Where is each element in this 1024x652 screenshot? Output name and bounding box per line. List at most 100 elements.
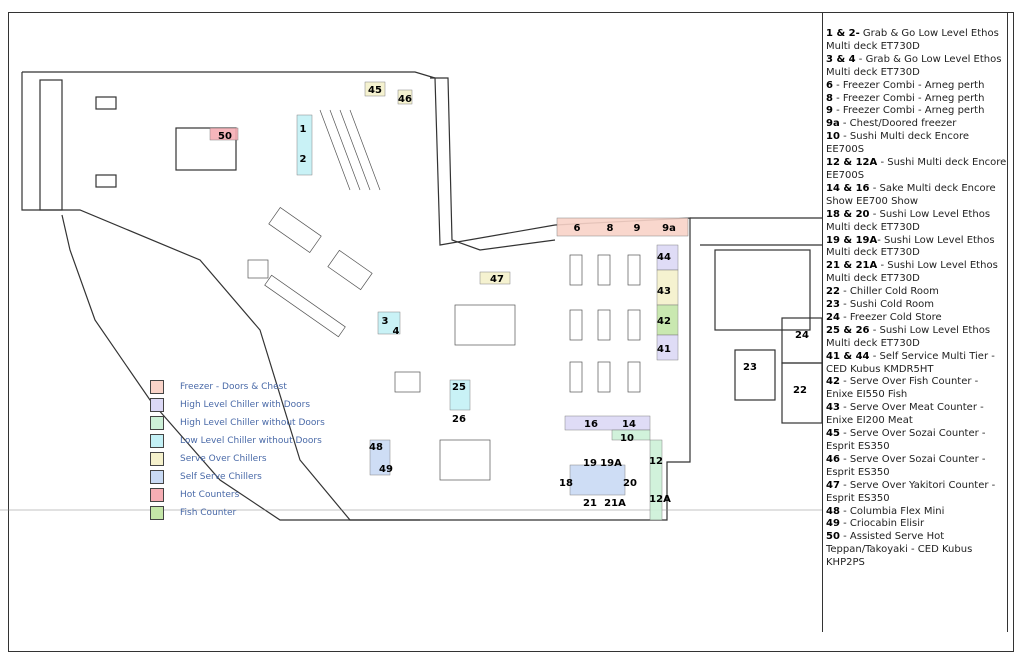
key-item: 21 & 21A - Sushi Low Level Ethos Multi d… [826, 260, 1007, 286]
key-item-id: 23 [826, 299, 840, 311]
key-item-desc: - Columbia Flex Mini [839, 505, 945, 517]
key-item: 49 - Criocabin Elisir [826, 518, 1007, 531]
fixture-label: 19 [583, 458, 597, 469]
fixture-label: 4 [393, 326, 400, 337]
key-item-id: 22 [826, 286, 840, 298]
key-item-desc: - Sushi Multi deck Encore EE700S [826, 157, 1007, 181]
key-item-id: 8 [826, 92, 833, 104]
key-item-id: 19 & 19A [826, 234, 878, 246]
key-item-id: 25 & 26 [826, 324, 870, 336]
key-item-id: 6 [826, 79, 833, 91]
building-walls [0, 71, 822, 521]
legend-label: High Level Chiller with Doors [180, 400, 311, 410]
key-item-desc: - Sushi Low Level Ethos Multi deck ET730… [826, 260, 998, 285]
key-item-id: 9 [826, 105, 833, 117]
key-item-desc: - Freezer Combi - Arneg perth [832, 79, 985, 91]
key-item: 48 - Columbia Flex Mini [826, 506, 1007, 519]
key-item: 3 & 4 - Grab & Go Low Level Ethos Multi … [826, 54, 1007, 80]
fixture-label: 46 [398, 94, 412, 105]
fixture-label: 10 [620, 433, 634, 444]
key-item-id: 49 [826, 518, 840, 530]
key-item-id: 12 & 12A [826, 157, 878, 169]
key-item-desc: - Assisted Serve Hot Teppan/Takoyaki - C… [826, 531, 973, 569]
key-item: 19 & 19A- Sushi Low Level Ethos Multi de… [826, 235, 1007, 261]
fixtures [247, 109, 641, 481]
key-item: 1 & 2- Grab & Go Low Level Ethos Multi d… [826, 28, 1007, 54]
key-item: 46 - Serve Over Sozai Counter - Esprit E… [826, 454, 1007, 480]
legend-item: High Level Chiller with Doors [150, 396, 325, 414]
key-item-desc: - Sushi Multi deck Encore EE700S [826, 131, 969, 156]
key-item: 9a - Chest/Doored freezer [826, 118, 1007, 131]
key-item-id: 43 [826, 402, 840, 414]
fixture-label: 16 [584, 419, 598, 430]
key-item: 45 - Serve Over Sozai Counter - Esprit E… [826, 428, 1007, 454]
key-item: 12 & 12A - Sushi Multi deck Encore EE700… [826, 157, 1007, 183]
key-item-id: 9a [826, 118, 840, 130]
key-item-desc: - Sake Multi deck Encore Show EE700 Show [826, 182, 996, 207]
key-item-desc: - Sushi Cold Room [839, 299, 934, 311]
fixture-label: 21A [604, 498, 626, 509]
fixture-label: 21 [583, 498, 597, 509]
key-item-desc: - Serve Over Fish Counter - Enixe EI550 … [826, 376, 979, 401]
key-item-desc: - Self Service Multi Tier - CED Kubus KM… [826, 350, 995, 375]
key-item-desc: - Serve Over Yakitori Counter - Esprit E… [826, 479, 996, 504]
key-item-desc: - Sushi Low Level Ethos Multi deck ET730… [826, 208, 991, 233]
fixture-label: 44 [657, 252, 671, 263]
fixture-label: 20 [623, 478, 637, 489]
key-item-desc: - Serve Over Sozai Counter - Esprit ES35… [826, 453, 986, 478]
fixture-label: 2 [300, 154, 307, 165]
fixture-label: 24 [795, 330, 809, 341]
key-item: 42 - Serve Over Fish Counter - Enixe EI5… [826, 376, 1007, 402]
legend-item: Low Level Chiller without Doors [150, 432, 325, 450]
fixture-label: 19A [600, 458, 622, 469]
fixture-zone [377, 311, 401, 335]
fixture-label: 14 [622, 419, 636, 430]
fixture-label: 6 [574, 223, 581, 234]
legend-swatch [150, 416, 164, 430]
legend-item: Fish Counter [150, 504, 325, 522]
fixture-zones [209, 81, 689, 521]
fixture-zone [209, 127, 239, 141]
fixture-zone [296, 114, 313, 176]
legend-swatch [150, 488, 164, 502]
fixture-label: 47 [490, 274, 504, 285]
fixture-label: 23 [743, 362, 757, 373]
fixture-zone [649, 439, 663, 521]
fixture-zone [397, 89, 413, 105]
legend-label: Fish Counter [180, 508, 237, 518]
key-item-desc: - Serve Over Sozai Counter - Esprit ES35… [826, 428, 986, 452]
key-item-id: 42 [826, 376, 840, 388]
key-item-desc: - Chiller Cold Room [839, 286, 939, 298]
key-item-id: 3 & 4 [826, 53, 856, 65]
legend-item: Self Serve Chillers [150, 468, 325, 486]
key-item-desc: - Criocabin Elisir [839, 518, 925, 530]
key-item: 10 - Sushi Multi deck Encore EE700S [826, 131, 1007, 157]
key-item: 24 - Freezer Cold Store [826, 312, 1007, 325]
legend-swatch [150, 470, 164, 484]
fixture-zone [569, 464, 626, 496]
legend-label: Freezer - Doors & Chest [180, 382, 287, 392]
key-item-id: 18 & 20 [826, 208, 870, 220]
legend-item: Serve Over Chillers [150, 450, 325, 468]
key-item: 47 - Serve Over Yakitori Counter - Espri… [826, 480, 1007, 506]
key-item: 6 - Freezer Combi - Arneg perth [826, 80, 1007, 93]
equipment-key-panel: 1 & 2- Grab & Go Low Level Ethos Multi d… [822, 12, 1008, 632]
fixture-label: 12A [649, 494, 671, 505]
fixture-zone [656, 334, 679, 361]
key-item: 43 - Serve Over Meat Counter - Enixe EI2… [826, 402, 1007, 428]
legend-label: Hot Counters [180, 490, 240, 500]
key-item-id: 45 [826, 428, 840, 440]
key-item-desc: - Grab & Go Low Level Ethos Multi deck E… [826, 53, 1002, 78]
fixture-label: 1 [300, 124, 307, 135]
fixture-label: 18 [559, 478, 573, 489]
key-item: 14 & 16 - Sake Multi deck Encore Show EE… [826, 183, 1007, 209]
key-item-id: 47 [826, 479, 840, 491]
legend-swatch [150, 398, 164, 412]
key-item: 18 & 20 - Sushi Low Level Ethos Multi de… [826, 209, 1007, 235]
legend-swatch [150, 434, 164, 448]
key-item: 8 - Freezer Combi - Arneg perth [826, 93, 1007, 106]
key-item: 23 - Sushi Cold Room [826, 299, 1007, 312]
key-item-id: 21 & 21A [826, 260, 878, 272]
